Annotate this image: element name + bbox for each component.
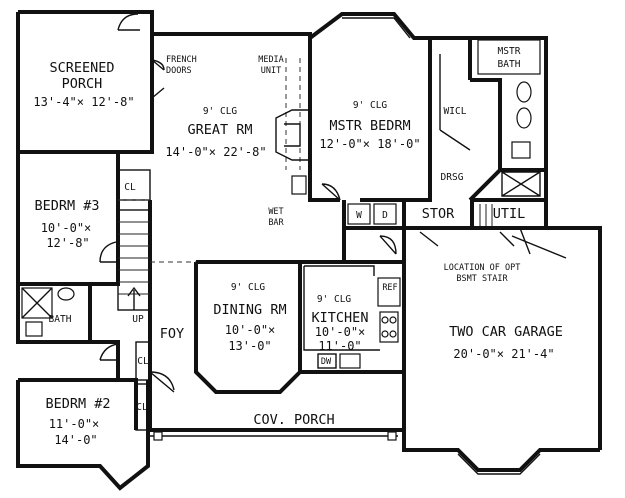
mstr-bath-box	[477, 39, 541, 75]
kitchen-wall	[300, 260, 406, 374]
french-doors-label-1: FRENCH	[166, 55, 197, 65]
kitchen-sink	[339, 353, 361, 369]
washer-label: W	[356, 210, 362, 221]
mstr-bath-label-1: MSTR	[498, 46, 521, 57]
closet-foyer	[135, 341, 151, 381]
media-unit-label-1: MEDIA	[258, 55, 284, 65]
mstr-bath-wall	[428, 38, 546, 202]
closet-bed3-label: CL	[124, 182, 136, 193]
stair-up-label: UP	[132, 314, 144, 325]
dining-opening	[118, 199, 196, 263]
details	[21, 13, 567, 475]
french-doors-label-2: DOORS	[166, 66, 192, 76]
great-room-dims: 14'-0"× 22'-8"	[165, 145, 266, 159]
great-room-clg: 9' CLG	[203, 106, 238, 117]
bedroom3-dims-1: 10'-0"×	[41, 221, 92, 235]
kitchen-dims-1: 10'-0"×	[315, 325, 366, 339]
covered-porch-name: COV. PORCH	[253, 412, 334, 428]
refrigerator	[377, 277, 401, 307]
dining-dims-1: 10'-0"×	[225, 323, 276, 337]
outer-wall-west	[16, 10, 602, 491]
dining-name: DINING RM	[213, 302, 286, 318]
range	[379, 311, 399, 343]
great-room-name: GREAT RM	[187, 122, 252, 138]
wet-bar-sink	[291, 175, 307, 195]
bsmt-stair-label-2: BSMT STAIR	[456, 274, 508, 284]
front-door-swing	[149, 371, 175, 393]
master-bay-window	[342, 17, 411, 39]
garage-name: TWO CAR GARAGE	[449, 324, 563, 340]
bsmt-stair-label-1: LOCATION OF OPT	[444, 263, 521, 273]
garage-dims: 20'-0"× 21'-4"	[453, 347, 554, 361]
wet-bar-label-1: WET	[268, 207, 283, 217]
bedroom3-name: BEDRM #3	[34, 198, 99, 214]
bath-label: BATH	[49, 314, 72, 325]
wicl-shelves	[439, 54, 471, 151]
foyer-name: FOY	[160, 326, 184, 342]
refrigerator-label: REF	[382, 283, 397, 293]
closet-bed2	[135, 383, 149, 431]
dryer-label: D	[382, 210, 388, 221]
bedroom3-dims-2: 12'-8"	[46, 236, 89, 250]
screened-porch-name-2: PORCH	[62, 76, 103, 92]
kitchen-name: KITCHEN	[312, 310, 369, 326]
util-shelves	[479, 204, 493, 226]
util-label: UTIL	[493, 206, 526, 222]
stor-label: STOR	[422, 206, 455, 222]
master-dims: 12'-0"× 18'-0"	[319, 137, 420, 151]
master-door-swing	[321, 183, 341, 201]
washer	[347, 203, 371, 225]
mstr-shower	[501, 171, 541, 197]
fireplace	[275, 109, 311, 161]
french-door-swing	[151, 59, 165, 99]
drsg-label: DRSG	[441, 172, 464, 183]
laundry-door-swing	[379, 235, 397, 255]
wet-bar-label-2: BAR	[268, 218, 284, 228]
porch-door-swing	[117, 13, 140, 31]
porch-column-1	[153, 431, 163, 441]
screened-porch-name-1: SCREENED	[49, 60, 114, 76]
bedroom2-name: BEDRM #2	[45, 396, 110, 412]
garage-bay-window	[457, 453, 541, 475]
closet-foyer-label: CL	[137, 356, 149, 367]
media-unit-outline	[285, 58, 301, 170]
closet-bed2-label: CL	[136, 402, 148, 413]
bed2-door-swing	[99, 343, 119, 361]
bsmt-stair-arrow	[511, 227, 567, 259]
dishwasher-label: DW	[321, 357, 332, 367]
stair	[117, 209, 151, 311]
kitchen-counter	[303, 265, 380, 351]
dishwasher	[317, 353, 337, 369]
bedroom3-wall	[18, 150, 120, 286]
tub-cross	[21, 287, 53, 319]
dryer	[373, 203, 397, 225]
screened-porch-dims: 13'-4"× 12'-8"	[33, 95, 134, 109]
mstr-bath-label-2: BATH	[498, 59, 521, 70]
dining-dims-2: 13'-0"	[228, 339, 271, 353]
dining-clg: 9' CLG	[231, 282, 266, 293]
kitchen-clg: 9' CLG	[317, 294, 352, 305]
porch-column-2	[387, 431, 397, 441]
sink-1	[516, 81, 532, 103]
master-name: MSTR BEDRM	[329, 118, 410, 134]
bed3-door-swing	[99, 241, 118, 263]
bath-sink	[57, 287, 75, 301]
labels: SCREENED PORCH 13'-4"× 12'-8" FRENCH DOO…	[33, 46, 562, 447]
closet-bed3	[117, 169, 151, 201]
garage-entry-swing	[419, 231, 515, 247]
bedroom2-dims-1: 11'-0"×	[49, 417, 100, 431]
mstr-toilet	[511, 141, 531, 159]
sink-2	[516, 107, 532, 129]
bath-wall	[18, 282, 92, 342]
stor-util-wall	[342, 200, 548, 262]
porch-wall	[18, 34, 154, 154]
bedroom2-dims-2: 14'-0"	[54, 433, 97, 447]
wicl-label: WICL	[444, 106, 467, 117]
bath-toilet	[25, 321, 43, 337]
kitchen-dims-2: 11'-0"	[318, 339, 361, 353]
media-unit-label-2: UNIT	[261, 66, 281, 76]
master-clg: 9' CLG	[353, 100, 388, 111]
